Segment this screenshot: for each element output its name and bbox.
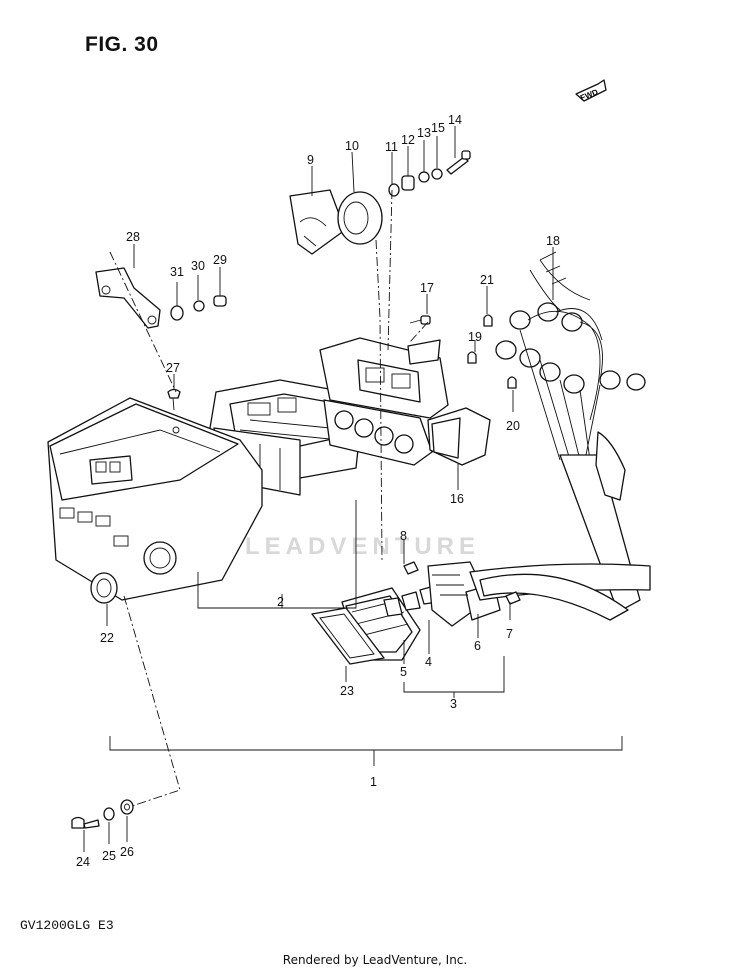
watermark: LEADVENTURE xyxy=(245,533,481,560)
callout-30: 30 xyxy=(191,259,205,273)
washer-25 xyxy=(103,807,115,821)
callout-20: 20 xyxy=(506,419,520,433)
bolt-24 xyxy=(71,816,100,829)
callout-21: 21 xyxy=(480,273,494,287)
callout-23: 23 xyxy=(340,684,354,698)
callout-24: 24 xyxy=(76,855,90,869)
callout-25: 25 xyxy=(102,849,116,863)
assembly-lines xyxy=(109,189,429,807)
callout-11: 11 xyxy=(385,140,398,154)
bulb-20 xyxy=(507,376,517,389)
callout-22: 22 xyxy=(100,631,114,645)
callout-3: 3 xyxy=(450,697,457,711)
collar-12 xyxy=(401,175,415,191)
seal-frame-23 xyxy=(311,607,385,665)
callout-8: 8 xyxy=(400,529,407,543)
callout-17: 17 xyxy=(420,281,434,295)
socket-assembly-3 xyxy=(341,561,651,661)
callout-9: 9 xyxy=(307,153,314,167)
callout-12: 12 xyxy=(401,133,415,147)
forward-arrow-icon: FWD xyxy=(575,79,607,103)
bolt-29 xyxy=(213,295,227,307)
callout-6: 6 xyxy=(474,639,481,653)
callout-labels: 1 2 3 4 5 6 7 8 9 10 11 12 13 15 14 16 1… xyxy=(76,113,560,869)
callout-27: 27 xyxy=(166,361,180,375)
callout-28: 28 xyxy=(126,230,140,244)
callout-4: 4 xyxy=(425,655,432,669)
callout-19: 19 xyxy=(468,330,482,344)
washer-13 xyxy=(418,171,430,183)
callout-1: 1 xyxy=(370,775,377,789)
meter-cover-10 xyxy=(337,191,383,245)
instrument-case xyxy=(319,337,491,466)
callout-26: 26 xyxy=(120,845,134,859)
screw-14 xyxy=(446,150,471,175)
group-brackets xyxy=(109,500,623,766)
callout-10: 10 xyxy=(345,139,359,153)
meter-cover-9 xyxy=(289,189,346,255)
washer-30 xyxy=(193,300,205,312)
screw-27 xyxy=(167,388,181,411)
callout-29: 29 xyxy=(213,253,227,267)
callout-16: 16 xyxy=(450,492,464,506)
callout-14: 14 xyxy=(448,113,462,127)
bracket-28 xyxy=(95,267,161,329)
bulb-21 xyxy=(483,314,493,327)
meter-outer-cover xyxy=(47,397,263,601)
grommet-11 xyxy=(388,183,400,197)
washer-15 xyxy=(431,168,443,180)
washer-26 xyxy=(120,799,134,815)
callout-18: 18 xyxy=(546,234,560,248)
nut-31 xyxy=(170,305,184,321)
footer-credit: Rendered by LeadVenture, Inc. xyxy=(282,953,468,967)
callout-15: 15 xyxy=(431,121,445,135)
callout-31: 31 xyxy=(170,265,184,279)
leader-lines xyxy=(83,126,554,852)
callout-5: 5 xyxy=(400,665,407,679)
callout-7: 7 xyxy=(506,627,513,641)
figure-title: FIG. 30 xyxy=(85,33,159,56)
bulb-19 xyxy=(467,351,477,364)
callout-2: 2 xyxy=(277,595,284,609)
callout-13: 13 xyxy=(417,126,431,140)
forward-arrow-label: FWD xyxy=(579,87,599,102)
model-code: GV1200GLG E3 xyxy=(20,918,114,933)
grommet-22 xyxy=(90,572,118,604)
